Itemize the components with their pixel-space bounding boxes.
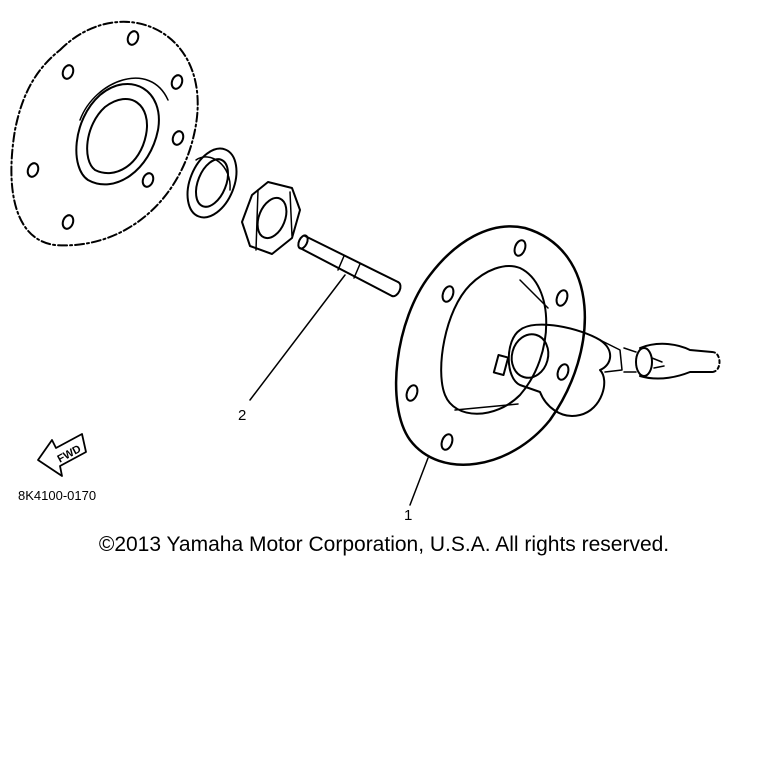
fwd-arrow-icon: FWD	[37, 433, 87, 477]
stud-pin	[623, 342, 721, 380]
flange-plate	[10, 20, 199, 247]
washer	[186, 147, 238, 219]
shaft-pin	[297, 234, 402, 298]
callout-label-1: 1	[404, 507, 412, 524]
hex-nut	[241, 181, 301, 255]
copyright-notice: ©2013 Yamaha Motor Corporation, U.S.A. A…	[98, 533, 670, 556]
callout-label-2: 2	[238, 407, 246, 424]
hub-flange	[394, 225, 587, 466]
exploded-view-drawing: 2 1 FWD 8K4100-0170	[10, 20, 721, 524]
drawing-code: 8K4100-0170	[18, 488, 96, 503]
drive-lug	[492, 323, 623, 417]
leader-line-2	[249, 274, 346, 401]
leader-line-1	[409, 457, 429, 506]
